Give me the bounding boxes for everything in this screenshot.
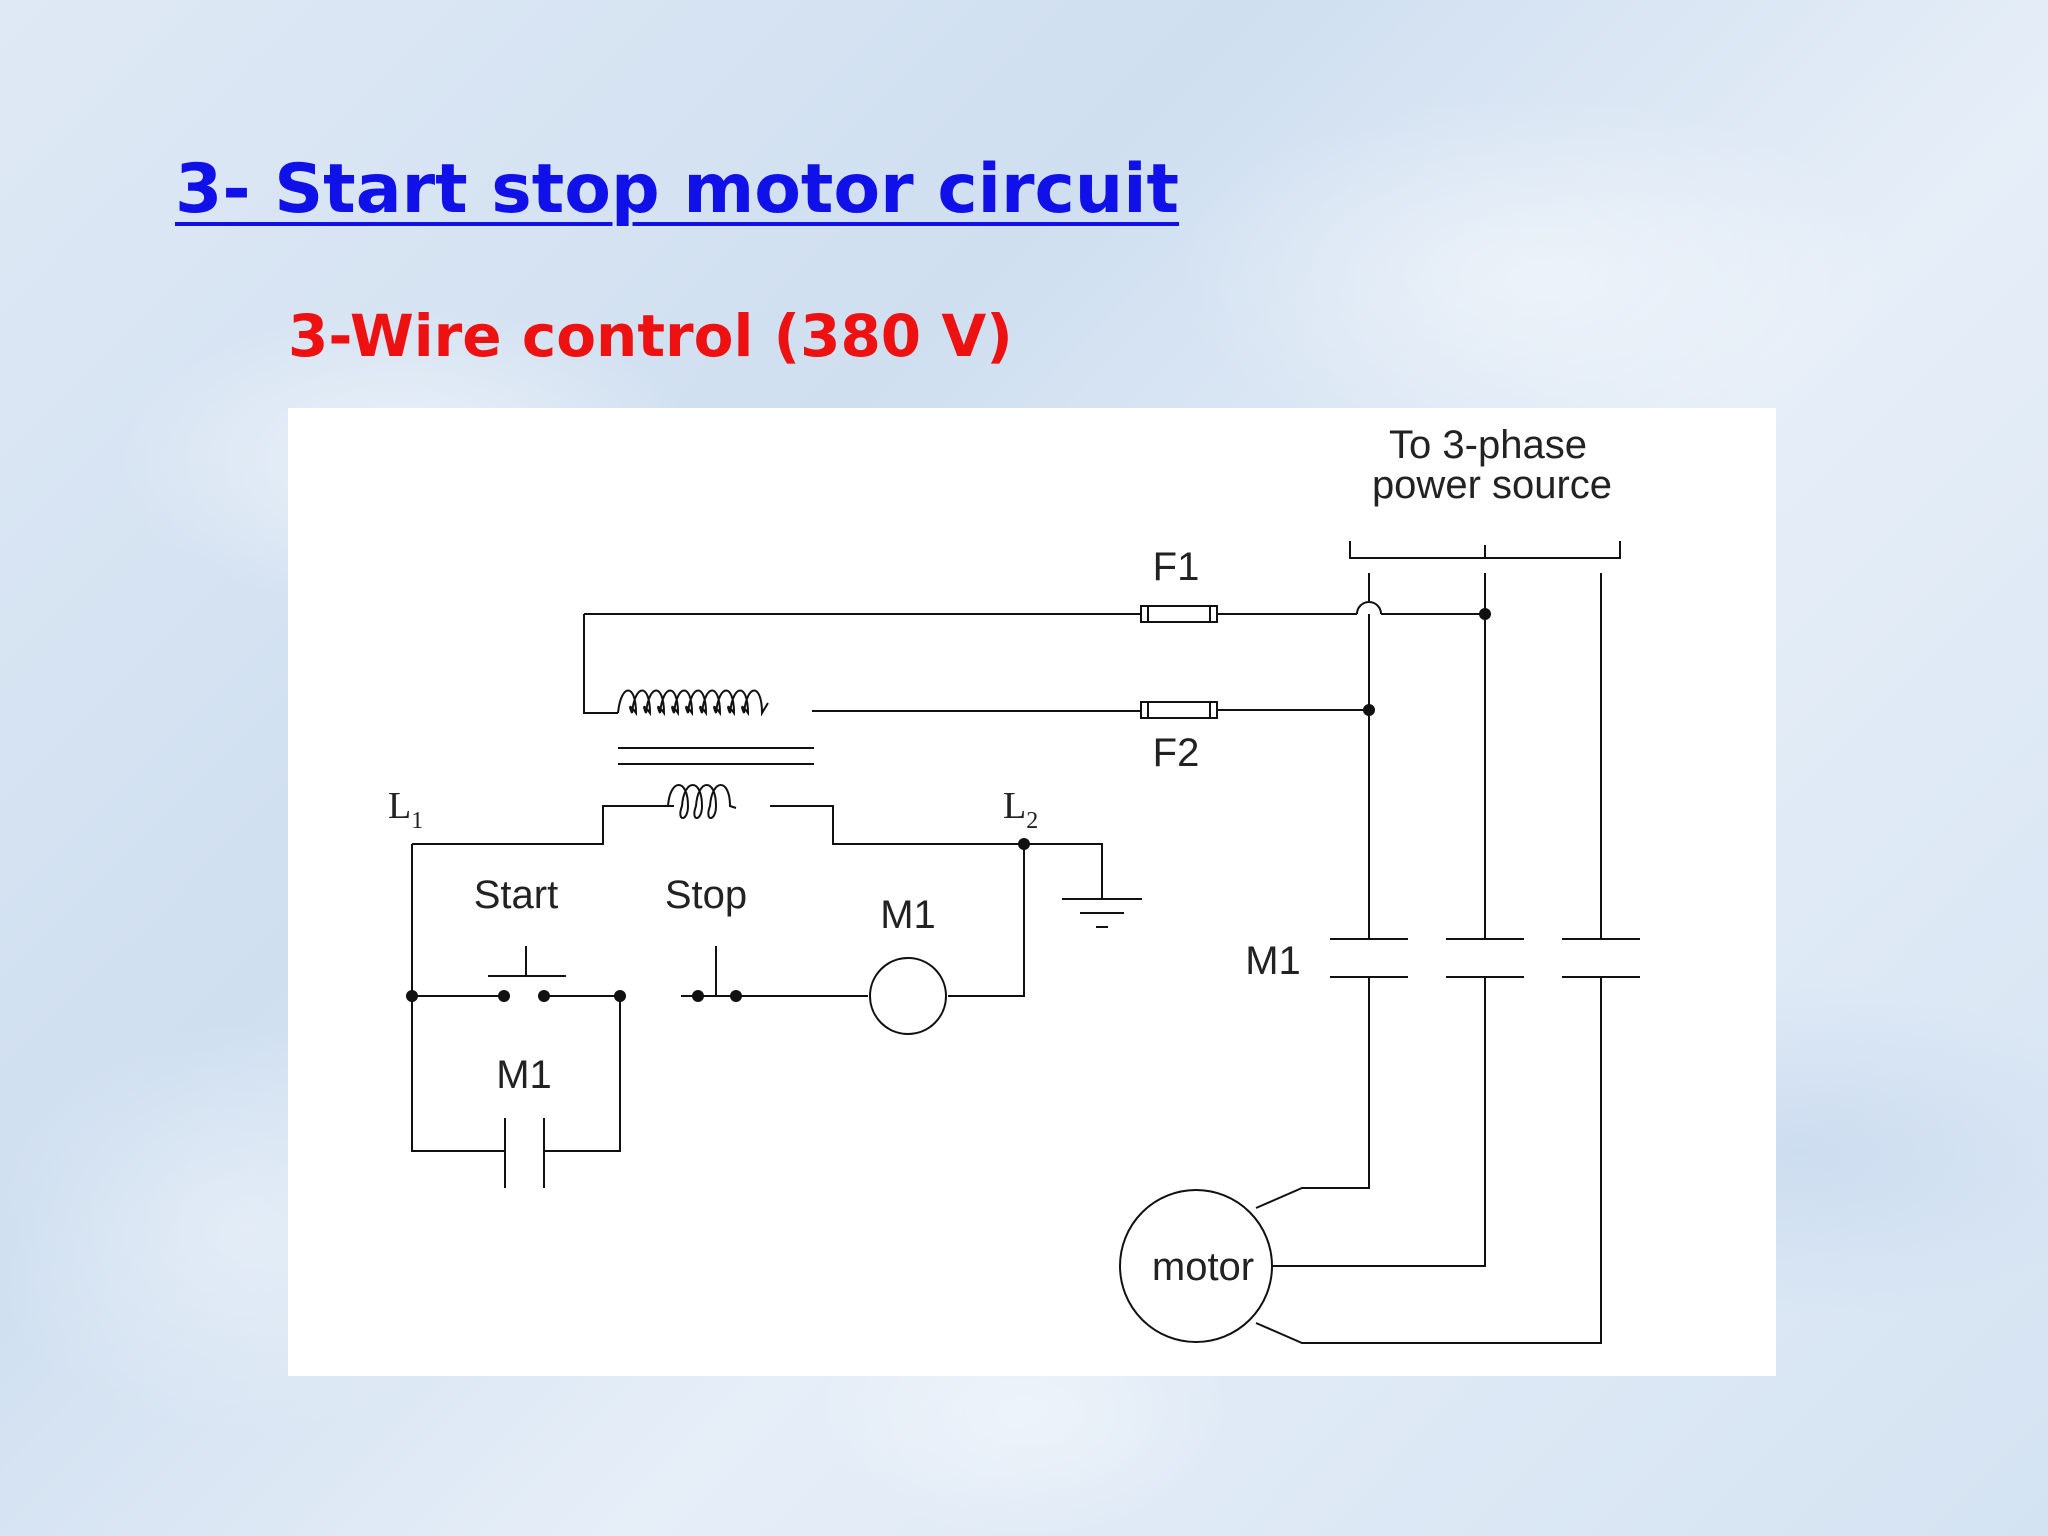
fuse-f1-label: F1 [1153, 545, 1200, 589]
main-contacts-label: M1 [1245, 939, 1301, 983]
start-button [488, 946, 566, 977]
motor [1119, 1189, 1273, 1343]
coil-m1 [869, 957, 947, 1035]
l2-label: L2 [1003, 785, 1038, 834]
fuse-f2 [1140, 701, 1218, 719]
start-label: Start [474, 873, 558, 917]
source-label-line2: power source [1372, 463, 1612, 507]
source-bracket [1349, 541, 1621, 559]
slide-title: 3- Start stop motor circuit [175, 150, 1180, 229]
l2-rail [948, 844, 1025, 997]
transformer-core [618, 747, 814, 765]
primary-coil [617, 689, 769, 717]
fuse-f2-label: F2 [1153, 731, 1200, 775]
stop-label: Stop [665, 873, 747, 917]
seal-in-branch [544, 996, 621, 1152]
fuse-f1-inner [1147, 606, 1211, 622]
main-contact-b [1446, 938, 1524, 978]
ground-symbol [1062, 898, 1142, 928]
motor-leads [1255, 977, 1602, 1344]
circuit-diagram: To 3-phase power source F1 F2 L1 L2 Star… [288, 408, 1776, 1376]
coil-m1-label: M1 [880, 893, 936, 937]
aux-contact [504, 1118, 545, 1188]
l1-rail [411, 844, 505, 1152]
phase-hop [1356, 601, 1382, 615]
fuse-f2-inner [1147, 702, 1211, 718]
secondary-leads [412, 805, 1024, 845]
motor-label: motor [1152, 1245, 1254, 1289]
main-contact-a [1330, 938, 1408, 978]
ground-wire [1024, 843, 1103, 899]
circuit-svg: To 3-phase power source F1 F2 L1 L2 Star… [388, 423, 1640, 1344]
junction-dots [406, 608, 1491, 1002]
slide-subtitle: 3-Wire control (380 V) [288, 302, 1013, 370]
stop-button [681, 946, 758, 997]
main-contact-c [1562, 938, 1640, 978]
l1-label: L1 [388, 785, 423, 834]
secondary-coil [666, 784, 737, 819]
fuse-f1 [1140, 605, 1218, 623]
primary-left-wire [583, 614, 618, 714]
aux-contact-label: M1 [496, 1053, 552, 1097]
source-label-line1: To 3-phase [1389, 423, 1587, 467]
